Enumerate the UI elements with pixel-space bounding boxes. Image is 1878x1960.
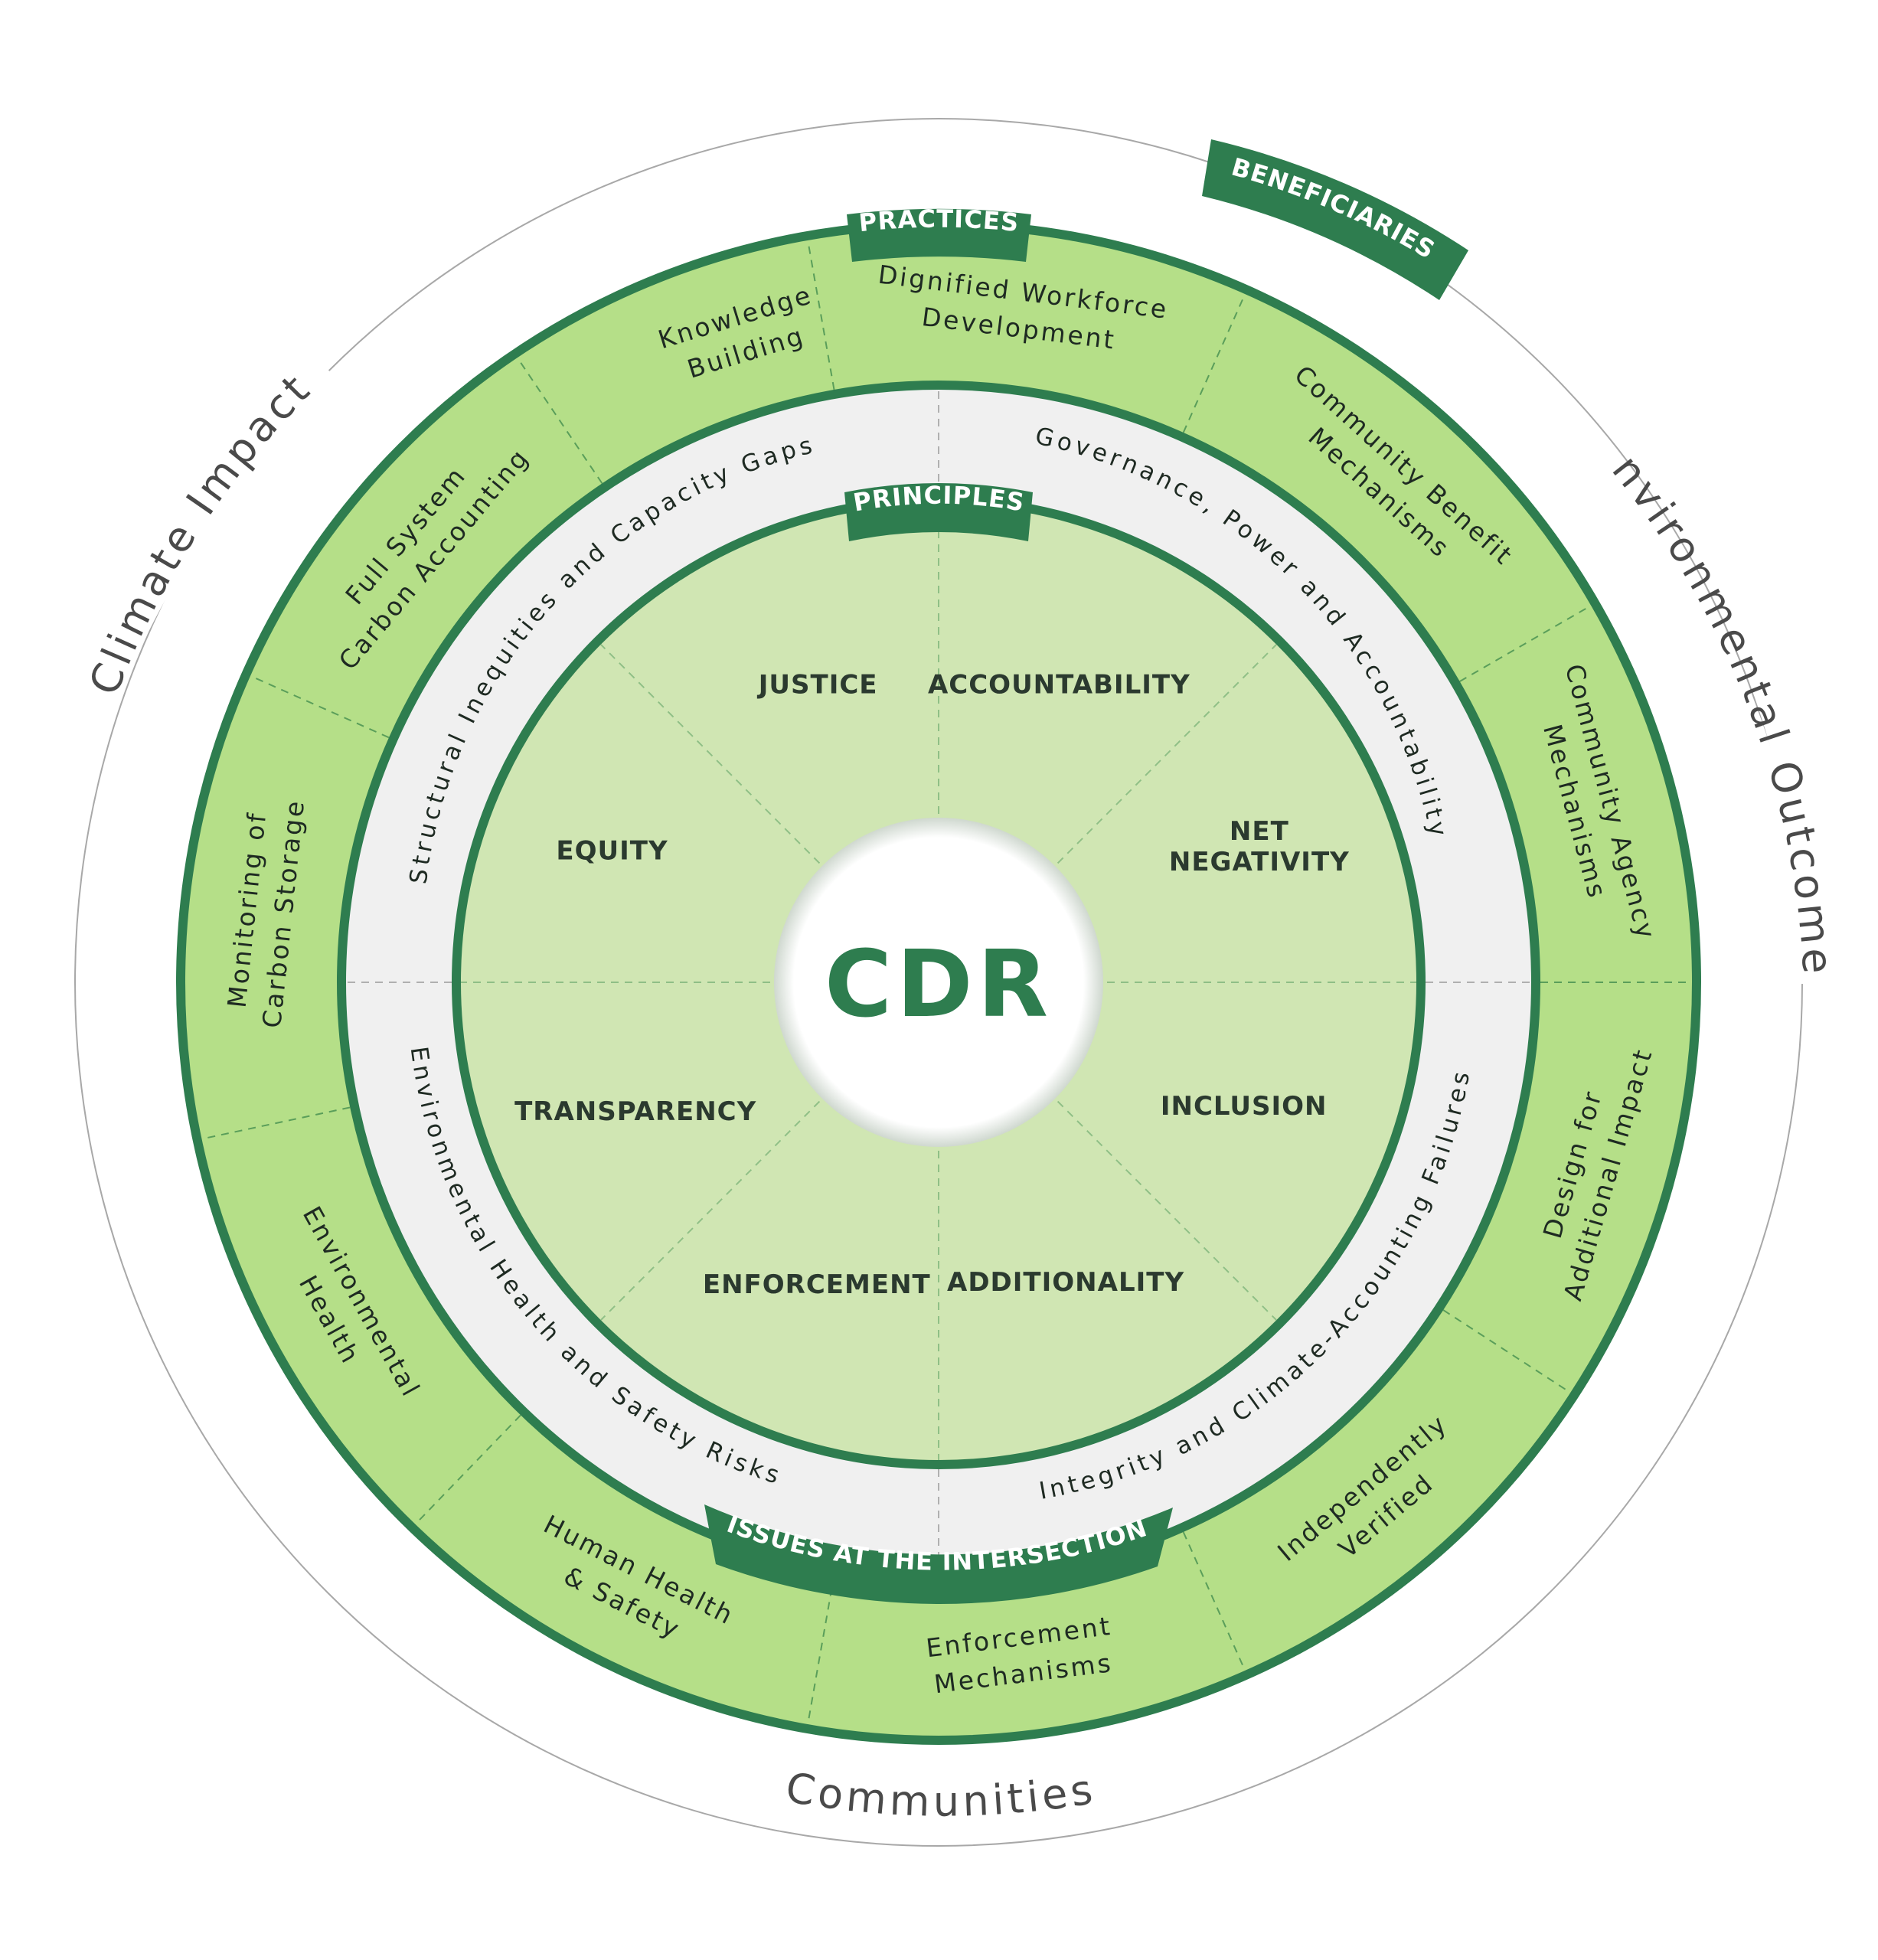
beneficiaries-badge xyxy=(1202,139,1468,300)
practice-divider xyxy=(414,1414,521,1525)
practice-divider xyxy=(1182,293,1246,433)
center-label: CDR xyxy=(825,932,1053,1038)
principle-divider xyxy=(1057,1100,1277,1321)
practice-divider xyxy=(807,240,835,390)
practice-divider xyxy=(516,357,603,484)
principles-badge xyxy=(844,483,1033,541)
principle-label: TRANSPARENCY xyxy=(514,1096,756,1127)
principle-label: ENFORCEMENT xyxy=(703,1269,931,1300)
cdr-center xyxy=(774,818,1103,1147)
practice-divider xyxy=(250,675,390,739)
principle-divider xyxy=(600,1100,821,1321)
practices-badge xyxy=(847,208,1031,262)
practice-divider xyxy=(1182,1531,1246,1671)
beneficiary-communities: Communities xyxy=(782,1763,1099,1826)
principle-divider xyxy=(1057,644,1277,864)
issues-badge xyxy=(704,1504,1173,1604)
practice-divider xyxy=(1442,1309,1571,1393)
practices-badge-label: PRACTICES xyxy=(857,204,1021,238)
principle-label-line: NEGATIVITY xyxy=(1169,847,1350,877)
principle-label-line: ENFORCEMENT xyxy=(703,1269,931,1300)
principle-label: JUSTICE xyxy=(757,670,878,701)
practice-divider xyxy=(807,1574,835,1725)
principle-label: INCLUSION xyxy=(1161,1091,1328,1122)
principle-label: ACCOUNTABILITY xyxy=(928,670,1190,701)
beneficiary-climate-impacts: Climate Impacts xyxy=(0,0,322,701)
principle-label-line: ADDITIONALITY xyxy=(947,1267,1184,1298)
principle-label-line: EQUITY xyxy=(556,836,668,867)
practice-divider xyxy=(1459,605,1592,682)
principle-label: EQUITY xyxy=(556,836,668,867)
principle-label: ADDITIONALITY xyxy=(947,1267,1184,1298)
principle-divider xyxy=(600,644,821,864)
principle-label-line: NET xyxy=(1230,816,1289,847)
principle-label-line: INCLUSION xyxy=(1161,1091,1328,1122)
principle-label-line: JUSTICE xyxy=(757,670,878,701)
principle-label-line: TRANSPARENCY xyxy=(514,1096,756,1127)
principle-label-line: ACCOUNTABILITY xyxy=(928,670,1190,701)
practice-divider xyxy=(201,1106,351,1140)
